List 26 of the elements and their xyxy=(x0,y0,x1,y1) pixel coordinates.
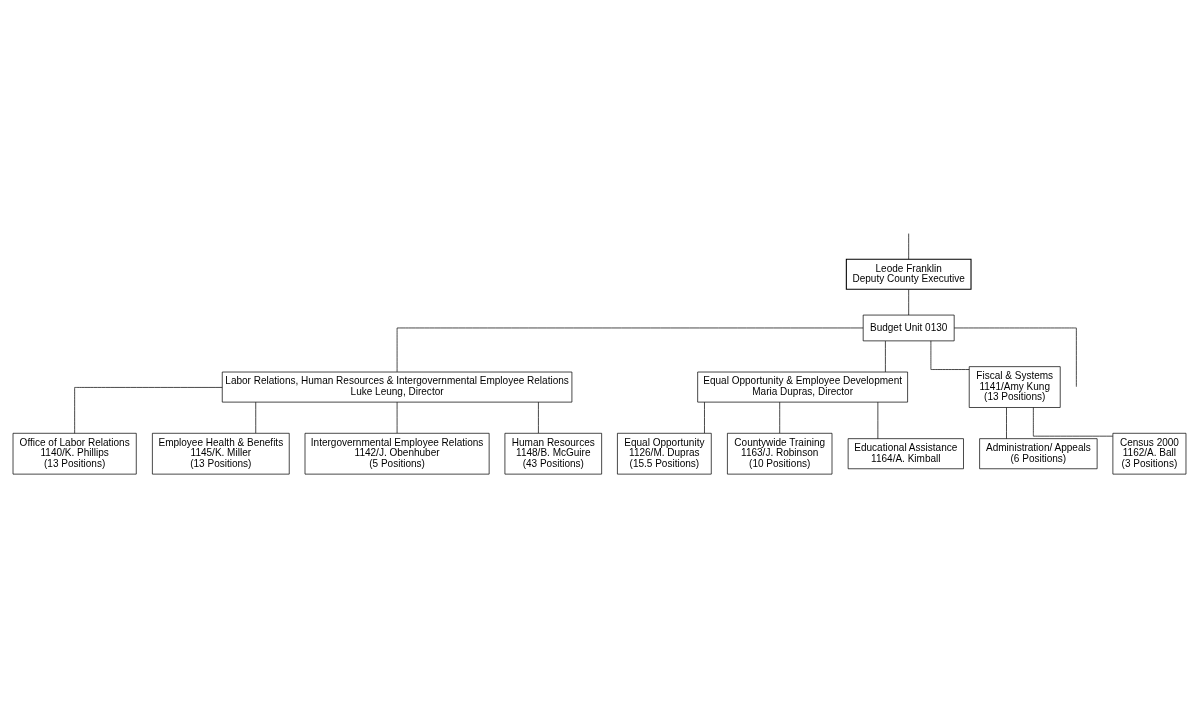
node-box: Leode Franklin Deputy County Executive xyxy=(845,258,972,290)
node-box: Fiscal & Systems 1141/Amy Kung (13 Positions) xyxy=(968,366,1061,408)
node-box: Educational Assistance 1164/A. Kimball xyxy=(847,438,964,470)
connector xyxy=(1033,407,1114,437)
node-box: Census 2000 1162/A. Ball (3 Positions) xyxy=(1112,432,1187,475)
node-box: Office of Labor Relations 1140/K. Phillips (13 Positions) xyxy=(12,432,137,475)
node-box: Budget Unit 0130 xyxy=(862,314,955,342)
connector xyxy=(704,401,705,434)
node-box: Employee Health & Benefits 1145/K. Miller (13 Positions) xyxy=(152,432,290,475)
node-box: Labor Relations, Human Resources & Intergovernmental Employee Relations Luke Leung, Director xyxy=(221,371,573,403)
connector xyxy=(930,340,970,370)
connector xyxy=(538,401,539,434)
connector xyxy=(779,401,781,434)
node-box: Human Resources 1148/B. McGuire (43 Positions) xyxy=(504,432,602,475)
connector xyxy=(255,401,257,434)
node-box: Countywide Training 1163/J. Robinson (10 Positions) xyxy=(727,432,833,475)
connector xyxy=(1006,407,1007,439)
connector xyxy=(877,401,879,439)
node-box: Equal Opportunity 1126/M. Dupras (15.5 Positions) xyxy=(617,432,712,475)
connector xyxy=(908,233,910,260)
node-box: Administration/ Appeals (6 Positions) xyxy=(979,438,1098,470)
connector xyxy=(885,340,886,373)
connector xyxy=(74,387,223,434)
node-box: Equal Opportunity & Employee Development Maria Dupras, Director xyxy=(697,371,908,403)
node-box: Intergovernmental Employee Relations 1142/J. Obenhuber (5 Positions) xyxy=(304,432,490,475)
connector xyxy=(908,289,910,316)
